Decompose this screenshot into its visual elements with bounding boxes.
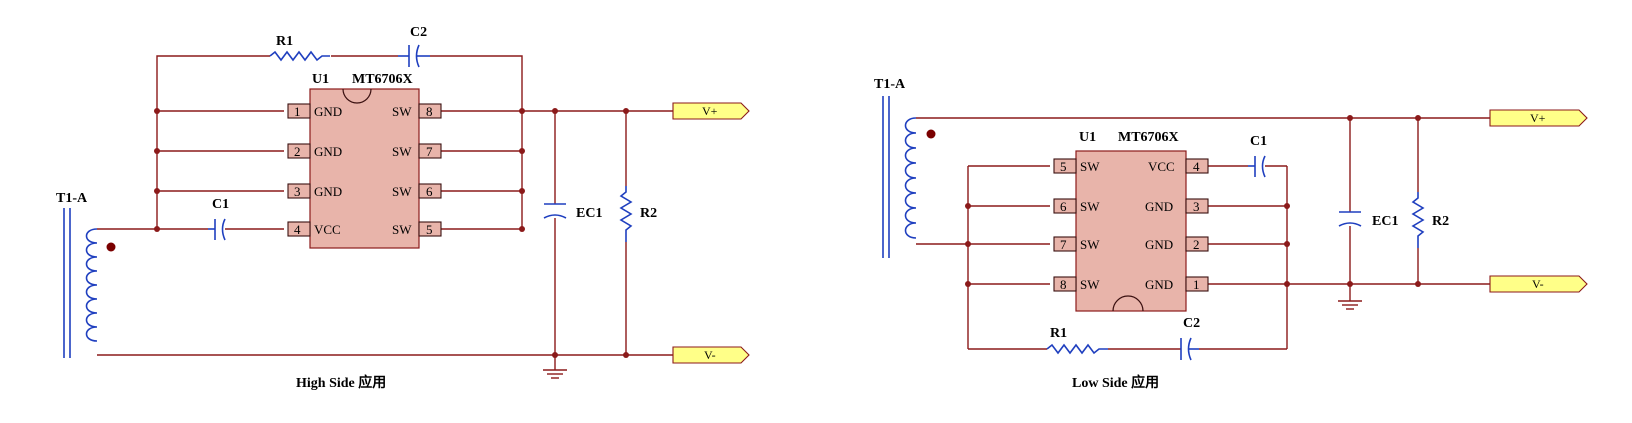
high-side-pin-num: 5 xyxy=(426,222,433,237)
low-side-pin-num: 6 xyxy=(1060,199,1067,214)
high-side-c2-label: C2 xyxy=(410,25,427,40)
high-side-pin-num: 7 xyxy=(426,144,433,159)
low-side-c1-capacitor xyxy=(1248,155,1266,178)
low-side-pin-name: VCC xyxy=(1148,159,1175,174)
high-side-schematic: T1-A xyxy=(56,25,750,391)
high-side-c1-capacitor xyxy=(208,218,226,241)
low-side-ic-part: MT6706X xyxy=(1118,130,1179,145)
high-side-r2-resistor xyxy=(619,186,633,242)
low-side-pin-name: GND xyxy=(1145,237,1173,252)
low-side-schematic: T1-A xyxy=(874,77,1588,391)
low-side-junctions xyxy=(965,115,1421,287)
low-side-pin-name: SW xyxy=(1080,277,1100,292)
low-side-pin-num: 8 xyxy=(1060,277,1067,292)
high-side-ground-icon xyxy=(543,369,567,379)
low-side-vplus-label: V+ xyxy=(1530,111,1546,125)
high-side-pin-num: 6 xyxy=(426,184,433,199)
high-side-pin-num: 2 xyxy=(294,144,301,159)
low-side-pin-name: SW xyxy=(1080,199,1100,214)
high-side-transformer-label: T1-A xyxy=(56,191,88,206)
low-side-r1-resistor xyxy=(1046,343,1108,355)
high-side-transformer xyxy=(63,208,116,358)
low-side-caption: Low Side 应用 xyxy=(1072,374,1159,391)
low-side-ground-icon xyxy=(1338,300,1362,310)
low-side-ec1-label: EC1 xyxy=(1372,214,1398,229)
high-side-vplus-label: V+ xyxy=(702,104,718,118)
high-side-r2-label: R2 xyxy=(640,206,657,221)
high-side-c2-capacitor xyxy=(398,44,430,68)
high-side-pin-name: GND xyxy=(314,104,342,119)
high-side-ic-part: MT6706X xyxy=(352,72,413,87)
high-side-caption: High Side 应用 xyxy=(296,374,386,391)
low-side-pin-num: 1 xyxy=(1193,277,1200,292)
high-side-pin-name: SW xyxy=(392,184,412,199)
high-side-ec1-label: EC1 xyxy=(576,206,602,221)
high-side-vminus-label: V- xyxy=(704,348,716,362)
low-side-r2-resistor xyxy=(1411,192,1425,248)
high-side-pin-num: 4 xyxy=(294,222,301,237)
low-side-vminus-port xyxy=(1489,275,1588,293)
low-side-transformer xyxy=(882,96,936,258)
high-side-pin-num: 3 xyxy=(294,184,301,199)
high-side-ic-u1 xyxy=(287,88,442,249)
low-side-pin-name: GND xyxy=(1145,199,1173,214)
low-side-c1-label: C1 xyxy=(1250,134,1267,149)
high-side-pin-name: GND xyxy=(314,184,342,199)
high-side-pin-name: GND xyxy=(314,144,342,159)
low-side-ic-ref: U1 xyxy=(1079,130,1096,145)
low-side-pin-num: 3 xyxy=(1193,199,1200,214)
low-side-pin-name: GND xyxy=(1145,277,1173,292)
low-side-wires xyxy=(916,117,1490,350)
low-side-pin-num: 4 xyxy=(1193,159,1200,174)
high-side-wires xyxy=(97,55,673,370)
low-side-ec1-capacitor xyxy=(1338,211,1362,227)
low-side-transformer-label: T1-A xyxy=(874,77,906,92)
low-side-c2-label: C2 xyxy=(1183,316,1200,331)
high-side-ec1-capacitor xyxy=(543,203,567,219)
low-side-vminus-label: V- xyxy=(1532,277,1544,291)
high-side-c1-label: C1 xyxy=(212,197,229,212)
low-side-pin-name: SW xyxy=(1080,237,1100,252)
high-side-junctions xyxy=(154,108,629,358)
low-side-ic-u1 xyxy=(1053,150,1209,312)
high-side-ic-ref: U1 xyxy=(312,72,329,87)
low-side-c2-capacitor xyxy=(1180,337,1199,361)
high-side-vplus-port xyxy=(672,102,750,120)
low-side-vplus-port xyxy=(1489,109,1588,127)
low-side-pin-num: 5 xyxy=(1060,159,1067,174)
high-side-pin-name: SW xyxy=(392,104,412,119)
high-side-pin-num: 8 xyxy=(426,104,433,119)
high-side-pin-name: SW xyxy=(392,222,412,237)
low-side-pin-num: 2 xyxy=(1193,237,1200,252)
low-side-pin-name: SW xyxy=(1080,159,1100,174)
high-side-pin-name: SW xyxy=(392,144,412,159)
high-side-r1-resistor xyxy=(269,50,330,62)
high-side-pin-num: 1 xyxy=(294,104,301,119)
low-side-r1-label: R1 xyxy=(1050,326,1067,341)
high-side-pin-name: VCC xyxy=(314,222,341,237)
high-side-vminus-port xyxy=(672,346,750,364)
high-side-r1-label: R1 xyxy=(276,34,293,49)
low-side-pin-num: 7 xyxy=(1060,237,1067,252)
low-side-r2-label: R2 xyxy=(1432,214,1449,229)
